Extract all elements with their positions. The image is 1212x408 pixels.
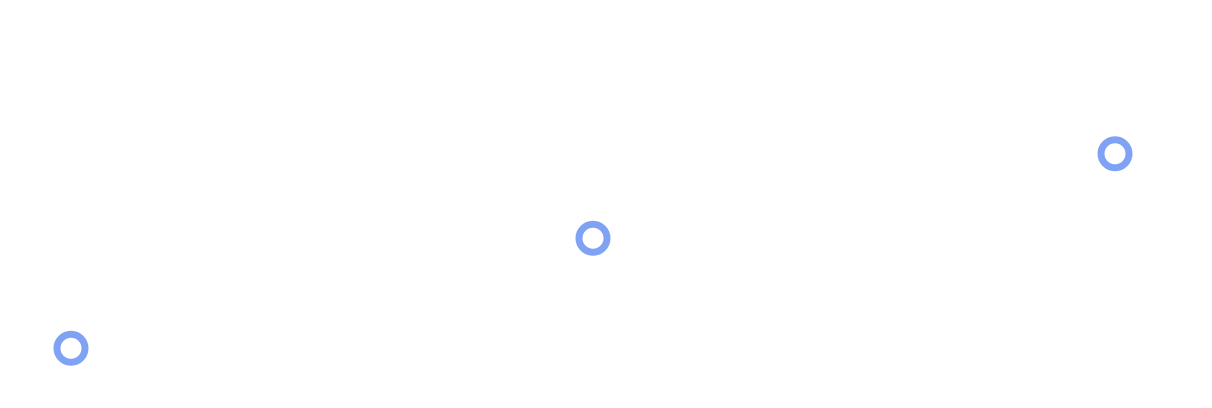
- scatter-point: [575, 220, 611, 256]
- plot-area: [53, 136, 1133, 366]
- scatter-point: [53, 330, 89, 366]
- scatter-point: [1097, 136, 1133, 172]
